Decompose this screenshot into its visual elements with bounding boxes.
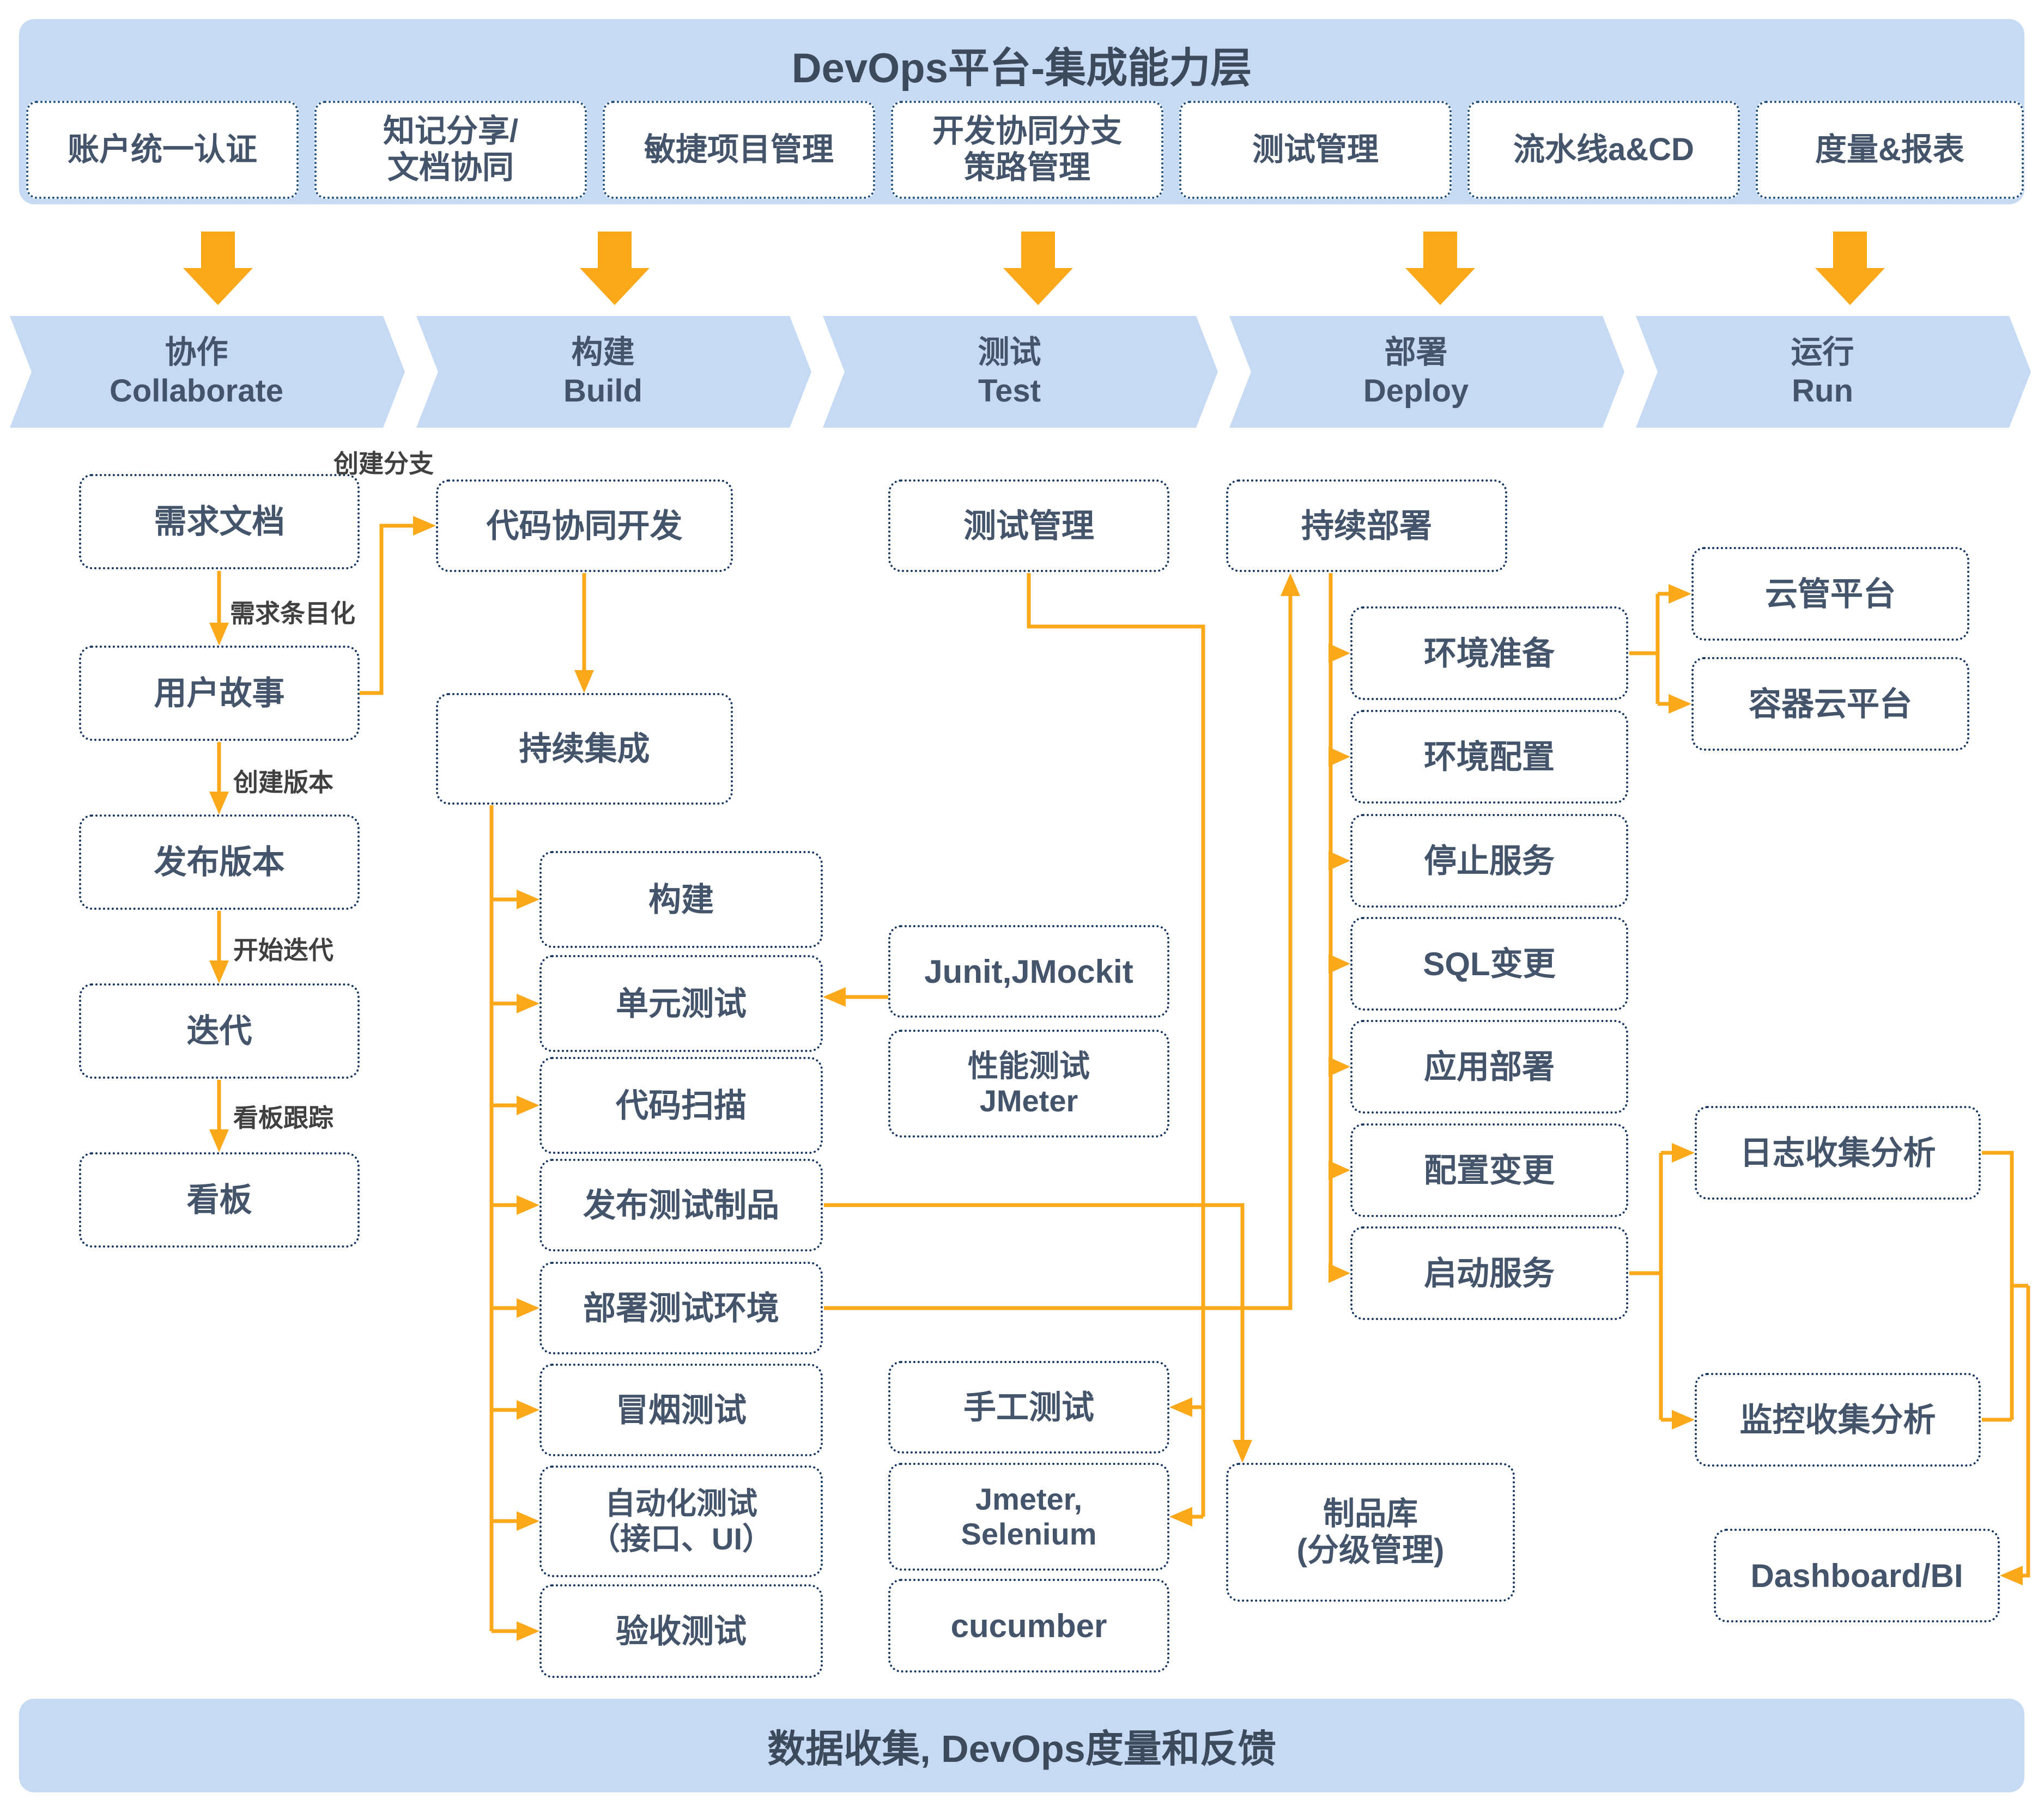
edge-cd-spine — [1329, 573, 1350, 1283]
node-acceptance-test: 验收测试 — [539, 1584, 823, 1678]
edge-label-start-iteration: 开始迭代 — [233, 936, 333, 964]
stage-test: 测试 Test — [823, 316, 1218, 428]
node-config-change: 配置变更 — [1350, 1123, 1628, 1217]
edge-userstory-release — [209, 742, 229, 814]
node-jmeter-selenium: Jmeter, Selenium — [888, 1463, 1169, 1571]
down-arrow-icon — [183, 232, 1885, 305]
node-cucumber: cucumber — [888, 1579, 1169, 1673]
node-artifact-repo: 制品库 (分级管理) — [1226, 1463, 1515, 1602]
page-title: DevOps平台-集成能力层 — [791, 45, 1252, 92]
node-container-cloud: 容器云平台 — [1691, 657, 1969, 751]
node-app-deploy: 应用部署 — [1350, 1020, 1628, 1114]
edge-label-kanban-track: 看板跟踪 — [233, 1104, 333, 1132]
node-publish-artifact: 发布测试制品 — [539, 1159, 823, 1251]
node-iteration: 迭代 — [79, 983, 360, 1079]
node-junit-jmockit: Junit,JMockit — [888, 925, 1169, 1018]
node-ci: 持续集成 — [436, 693, 733, 805]
capability-knowledge-share: 知记分享/ 文档协同 — [314, 101, 587, 199]
stage-test-zh: 测试 — [978, 334, 1041, 370]
capability-test-mgmt: 测试管理 — [1179, 101, 1452, 199]
stage-build-en: Build — [563, 373, 642, 409]
stage-run: 运行 Run — [1636, 316, 2031, 428]
stage-build-zh: 构建 — [571, 334, 635, 370]
node-code-scan: 代码扫描 — [539, 1057, 823, 1154]
edge-label-create-branch: 创建分支 — [333, 449, 434, 478]
edge-startservice-analysis — [1629, 1143, 1695, 1430]
node-stop-service: 停止服务 — [1350, 814, 1628, 908]
edge-publishartifact-repo — [824, 1203, 1252, 1463]
node-unit-test: 单元测试 — [539, 955, 823, 1052]
stage-build: 构建 Build — [416, 316, 811, 428]
stage-deploy-zh: 部署 — [1384, 334, 1448, 370]
node-release-version: 发布版本 — [79, 814, 360, 910]
edge-junit-unittest — [823, 987, 888, 1007]
stage-deploy: 部署 Deploy — [1229, 316, 1624, 428]
stage-deploy-en: Deploy — [1363, 373, 1469, 409]
node-smoke-test: 冒烟测试 — [539, 1364, 823, 1456]
node-env-prepare: 环境准备 — [1350, 606, 1628, 700]
edge-label-itemize-req: 需求条目化 — [230, 599, 355, 628]
edge-analysis-dashboard — [1982, 1151, 2030, 1585]
node-env-config: 环境配置 — [1350, 710, 1628, 804]
capability-pipeline: 流水线a&CD — [1467, 101, 1740, 199]
capability-metrics-report: 度量&报表 — [1756, 101, 2024, 199]
edge-codedev-ci — [574, 573, 594, 693]
node-code-dev: 代码协同开发 — [436, 479, 733, 572]
stage-run-zh: 运行 — [1791, 334, 1854, 370]
bottom-banner: 数据收集, DevOps度量和反馈 — [19, 1699, 2024, 1792]
edge-iteration-kanban — [209, 1080, 229, 1152]
stage-collaborate-zh: 协作 — [165, 334, 228, 370]
node-sql-change: SQL变更 — [1350, 917, 1628, 1011]
node-start-service: 启动服务 — [1350, 1226, 1628, 1320]
node-req-doc: 需求文档 — [79, 474, 360, 569]
stage-collaborate-en: Collaborate — [109, 373, 284, 409]
node-perf-test-jmeter: 性能测试 JMeter — [888, 1030, 1169, 1138]
capability-account-auth: 账户统一认证 — [26, 101, 299, 199]
capability-agile-pm: 敏捷项目管理 — [603, 101, 875, 199]
node-log-analysis: 日志收集分析 — [1695, 1106, 1981, 1200]
edge-envprepare-clouds — [1629, 584, 1691, 714]
edge-userstory-codedev — [360, 516, 436, 695]
edge-label-create-version: 创建版本 — [233, 768, 333, 796]
stage-collaborate: 协作 Collaborate — [10, 316, 405, 428]
edge-deploytestenv-cd — [824, 573, 1300, 1310]
stage-run-en: Run — [1792, 373, 1853, 409]
node-dashboard-bi: Dashboard/BI — [1714, 1529, 2000, 1622]
edge-release-iteration — [209, 911, 229, 983]
edge-reqdoc-userstory — [209, 571, 229, 646]
node-auto-test: 自动化测试 （接口、UI） — [539, 1466, 823, 1577]
node-test-mgmt: 测试管理 — [888, 479, 1169, 572]
node-deploy-test-env: 部署测试环境 — [539, 1262, 823, 1354]
node-user-story: 用户故事 — [79, 646, 360, 741]
node-manual-test: 手工测试 — [888, 1361, 1169, 1454]
edge-ci-spine — [489, 805, 539, 1641]
node-monitor-analysis: 监控收集分析 — [1695, 1373, 1981, 1467]
capability-branch-policy: 开发协同分支 策路管理 — [891, 101, 1163, 199]
edge-testmgmt-tools — [1027, 573, 1205, 1527]
footer-title: 数据收集, DevOps度量和反馈 — [767, 1727, 1276, 1770]
node-build: 构建 — [539, 851, 823, 948]
node-kanban: 看板 — [79, 1152, 360, 1248]
node-cd: 持续部署 — [1226, 479, 1507, 572]
stage-test-en: Test — [978, 373, 1041, 409]
node-cloud-mgmt: 云管平台 — [1691, 547, 1969, 641]
